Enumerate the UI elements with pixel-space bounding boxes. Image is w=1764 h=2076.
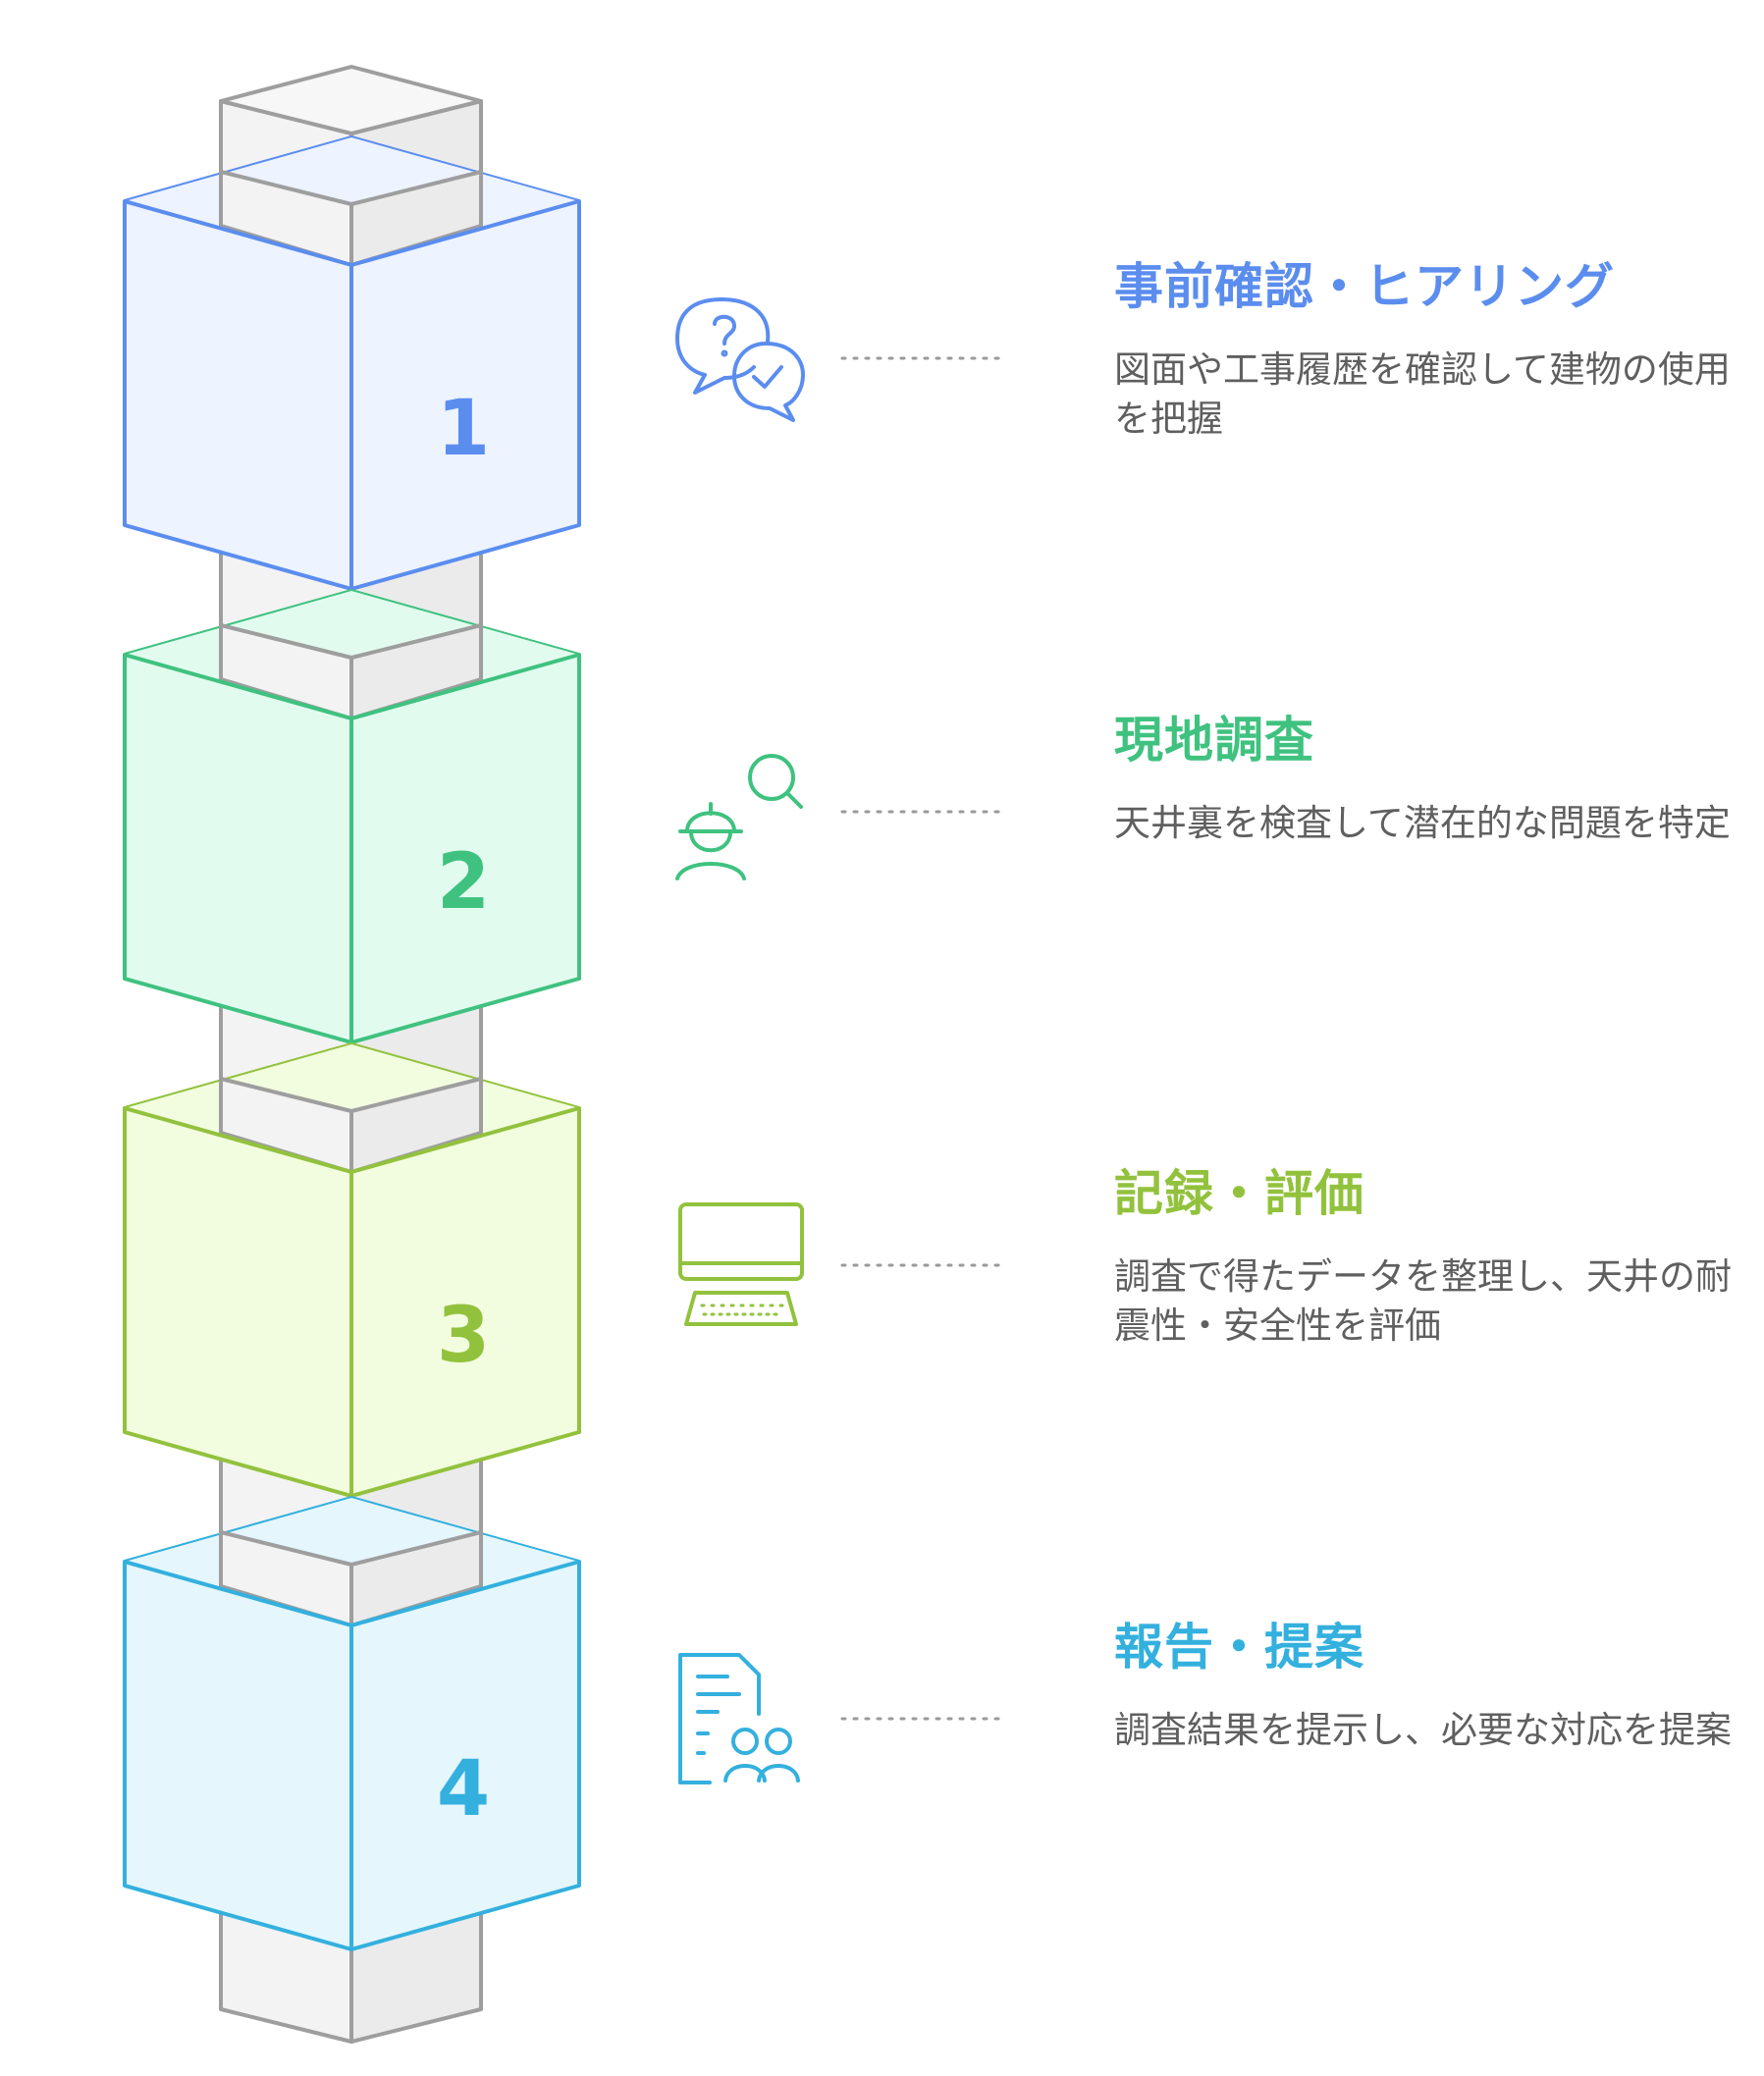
chat-question-check-icon xyxy=(675,297,805,422)
block-3-pillar-right xyxy=(349,1077,483,1174)
computer-keyboard-icon xyxy=(678,1202,804,1326)
block-3: 3 xyxy=(123,1042,1008,1498)
pillar-top-cap xyxy=(219,65,483,135)
block-4-pillar-right xyxy=(349,1530,483,1627)
block-1-left-face xyxy=(123,199,353,591)
question-dot xyxy=(721,349,728,357)
step-3-title: 記録・評価 xyxy=(1114,1165,1364,1222)
person-body xyxy=(723,1764,767,1783)
person-head xyxy=(765,1728,792,1755)
helmet-dome xyxy=(685,811,736,833)
block-2-right-face xyxy=(349,653,581,1044)
block-3-right-face xyxy=(349,1106,581,1498)
chat-bubble-back-top xyxy=(720,297,771,344)
keyboard xyxy=(684,1291,798,1326)
step-2-text: 現地調査 天井裏を検査して潜在的な問題を特定 xyxy=(1114,711,1742,848)
step-3-text: 記録・評価 調査で得たデータを整理し、天井の耐震性・安全性を評価 xyxy=(1114,1164,1742,1351)
block-2-left-face xyxy=(123,653,353,1044)
person-body xyxy=(757,1764,800,1783)
block-4-right-face xyxy=(349,1560,581,1951)
block-1-pillar-right xyxy=(349,170,483,267)
block-1: 1 xyxy=(123,135,1008,591)
chat-bubble-back xyxy=(675,297,756,395)
block-1-number: 1 xyxy=(437,385,490,473)
step-1-text: 事前確認・ヒアリング 図面や工事履歴を確認して建物の使用を把握 xyxy=(1114,257,1742,444)
step-4-title: 報告・提案 xyxy=(1114,1619,1364,1676)
block-4-left-face xyxy=(123,1560,353,1951)
step-4-description: 調査結果を提示し、必要な対応を提案 xyxy=(1114,1709,1732,1751)
chat-bubble-front xyxy=(732,342,805,422)
step-1-title: 事前確認・ヒアリング xyxy=(1114,258,1615,315)
check-mark xyxy=(752,365,783,389)
face xyxy=(689,831,732,853)
block-2-number: 2 xyxy=(437,838,490,927)
block-4-number: 4 xyxy=(437,1745,490,1834)
block-2: 2 xyxy=(123,589,1008,1044)
step-2-title: 現地調査 xyxy=(1114,712,1314,769)
inspector-search-icon xyxy=(675,754,803,880)
step-2-description: 天井裏を検査して潜在的な問題を特定 xyxy=(1114,802,1731,844)
block-2-pillar-right xyxy=(349,623,483,720)
monitor xyxy=(678,1202,804,1281)
report-people-icon xyxy=(678,1653,800,1784)
shoulders xyxy=(675,862,746,880)
block-1-right-face xyxy=(349,199,581,591)
step-3-description: 調査で得たデータを整理し、天井の耐震性・安全性を評価 xyxy=(1114,1255,1732,1347)
person-head xyxy=(731,1728,759,1755)
magnifier-lens xyxy=(748,754,795,801)
document-outline xyxy=(678,1653,761,1784)
step-1-description: 図面や工事履歴を確認して建物の使用を把握 xyxy=(1114,348,1731,440)
question-mark xyxy=(713,314,736,346)
block-3-number: 3 xyxy=(437,1292,490,1380)
block-4: 4 xyxy=(123,1496,1008,1951)
magnifier-handle xyxy=(785,791,803,809)
step-4-text: 報告・提案 調査結果を提示し、必要な対応を提案 xyxy=(1114,1618,1742,1755)
block-3-left-face xyxy=(123,1106,353,1498)
